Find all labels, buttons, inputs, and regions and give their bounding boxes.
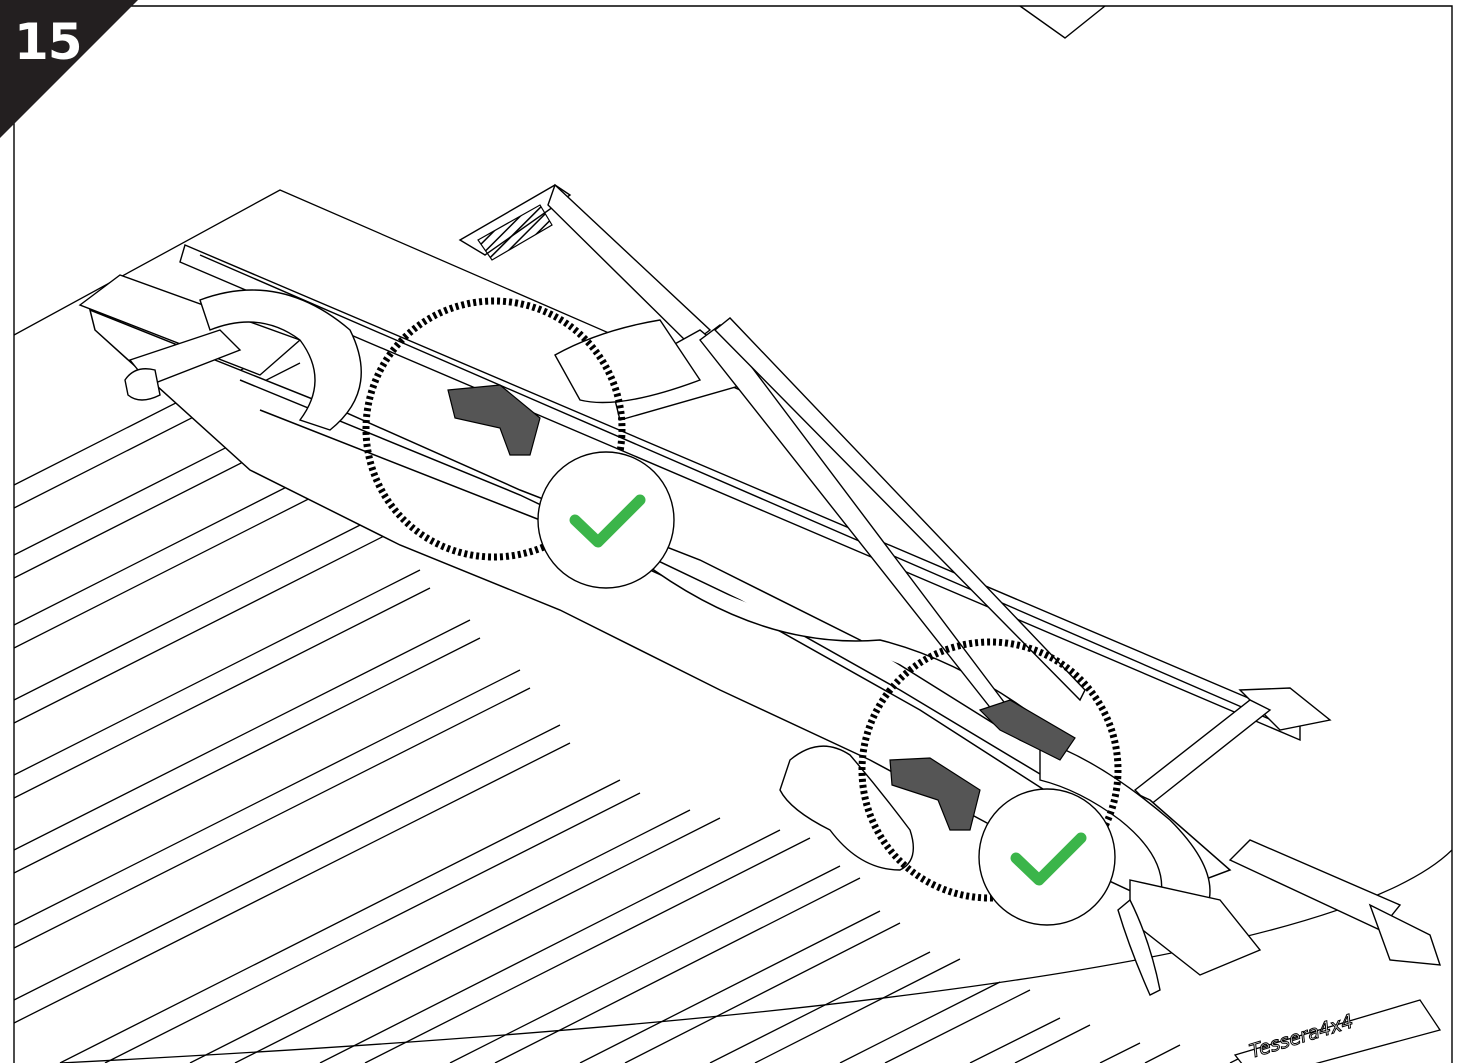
- highlight-ring-rear: [362, 297, 626, 561]
- arm-grip: [477, 204, 553, 261]
- bumper: Tessera4x4: [1233, 999, 1442, 1063]
- clamp-blocks: [447, 384, 1076, 831]
- wheel-cradle-rear: [124, 289, 362, 431]
- checkmark-icon: [1010, 832, 1087, 886]
- rail-rear: [179, 244, 1301, 742]
- step-badge: [0, 0, 138, 138]
- crossbars: [78, 274, 1442, 966]
- highlight-ring-front: [858, 638, 1122, 902]
- wheel-cradle-front: [1039, 739, 1262, 996]
- step-number: 15: [14, 13, 83, 71]
- check-badge-rear: [537, 451, 675, 589]
- check-badge-front: [978, 788, 1116, 926]
- frame: [13, 5, 1453, 1063]
- bike-tray: [88, 308, 1232, 901]
- checkmark-icon: [569, 494, 646, 548]
- highlight-rings: [362, 297, 1122, 902]
